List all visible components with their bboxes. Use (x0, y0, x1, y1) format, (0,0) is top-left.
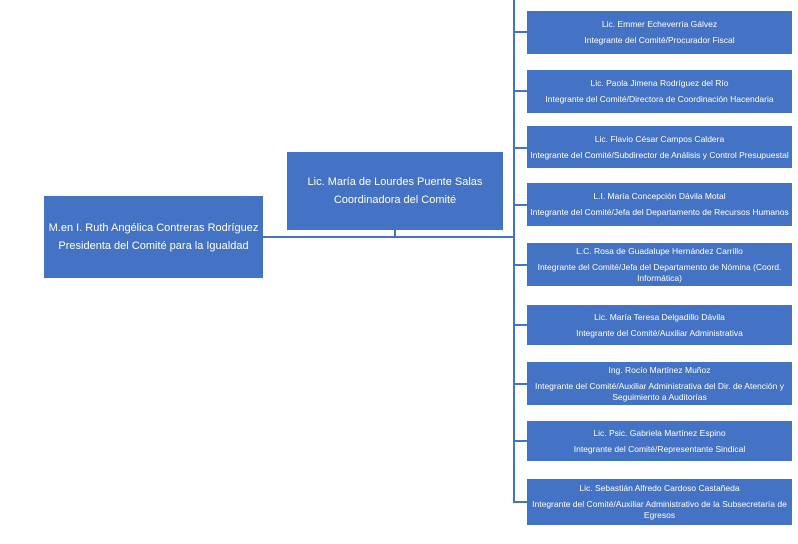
member-role: Integrante del Comité/Representante Sind… (573, 443, 746, 454)
connector-member-1 (513, 31, 527, 33)
connector-member-3 (513, 147, 527, 149)
member-role: Integrante del Comité/Auxiliar Administr… (535, 380, 784, 402)
connector-coordinator-vertical (394, 230, 396, 237)
president-name: M.en I. Ruth Angélica Contreras Rodrígue… (48, 222, 259, 234)
member-name: Lic. Flavio César Campos Caldera (594, 133, 725, 144)
member-box: Lic. Paola Jimena Rodríguez del Río Inte… (527, 70, 792, 113)
connector-member-7 (513, 383, 527, 385)
member-name: Lic. Paola Jimena Rodríguez del Río (590, 78, 729, 88)
member-box: L.C. Rosa de Guadalupe Hernández Carrill… (527, 243, 792, 286)
connector-members-trunk (513, 0, 515, 502)
member-name: Lic. Emmer Echeverría Gálvez (601, 19, 718, 29)
member-box: Ing. Rocío Martínez Muñoz Integrante del… (527, 362, 792, 405)
member-box: L.I. María Concepción Dávila Motal Integ… (527, 183, 792, 226)
member-role: Integrante del Comité/Subdirector de Aná… (530, 149, 789, 160)
connector-president-horizontal (263, 236, 514, 238)
president-role: Presidenta del Comité para la Igualdad (58, 240, 249, 252)
member-name: Lic. Sebastián Alfredo Cardoso Castañeda (579, 483, 740, 493)
connector-member-5 (513, 264, 527, 266)
connector-member-2 (513, 90, 527, 92)
member-name: L.I. María Concepción Dávila Motal (593, 191, 726, 201)
member-name: Lic. Psic. Gabriela Martínez Espino (593, 427, 726, 438)
member-role: Integrante del Comité/Auxiliar Administr… (576, 327, 743, 338)
connector-member-6 (513, 324, 527, 326)
member-box: Lic. Emmer Echeverría Gálvez Integrante … (527, 11, 792, 54)
member-box: Lic. Psic. Gabriela Martínez Espino Inte… (527, 421, 792, 461)
coordinator-role: Coordinadora del Comité (333, 194, 457, 206)
member-role: Integrante del Comité/Auxiliar Administr… (532, 499, 787, 520)
connector-member-8 (513, 440, 527, 442)
member-role: Integrante del Comité/Directora de Coord… (545, 94, 774, 104)
connector-member-4 (513, 204, 527, 206)
coordinator-name: Lic. María de Lourdes Puente Salas (307, 176, 483, 188)
president-box: M.en I. Ruth Angélica Contreras Rodrígue… (44, 196, 263, 278)
coordinator-box: Lic. María de Lourdes Puente Salas Coord… (287, 152, 503, 230)
connector-member-9 (513, 501, 527, 503)
member-name: Ing. Rocío Martínez Muñoz (608, 364, 711, 375)
member-name: L.C. Rosa de Guadalupe Hernández Carrill… (576, 245, 743, 256)
member-box: Lic. Flavio César Campos Caldera Integra… (527, 126, 792, 168)
member-name: Lic. María Teresa Delgadillo Dávila (594, 311, 725, 322)
member-box: Lic. María Teresa Delgadillo Dávila Inte… (527, 305, 792, 345)
member-box: Lic. Sebastián Alfredo Cardoso Castañeda… (527, 479, 792, 525)
member-role: Integrante del Comité/Jefa del Departame… (530, 207, 789, 217)
member-role: Integrante del Comité/Jefa del Departame… (537, 261, 782, 283)
member-role: Integrante del Comité/Procurador Fiscal (584, 35, 735, 45)
